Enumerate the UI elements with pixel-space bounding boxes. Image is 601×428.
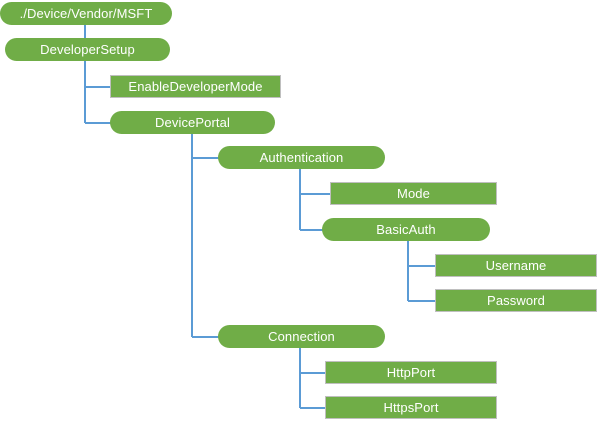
- node-https-port[interactable]: HttpsPort: [325, 396, 497, 419]
- connector-connection-to-httpsport: [299, 348, 325, 409]
- connector-authentication-to-mode: [299, 169, 330, 195]
- node-http-port[interactable]: HttpPort: [325, 361, 497, 384]
- node-label: Authentication: [259, 150, 344, 165]
- node-label: Password: [487, 293, 545, 308]
- node-root[interactable]: ./Device/Vendor/MSFT: [0, 2, 172, 25]
- node-label: ./Device/Vendor/MSFT: [19, 6, 153, 21]
- node-label: BasicAuth: [376, 222, 436, 237]
- node-authentication[interactable]: Authentication: [218, 146, 385, 169]
- node-basic-auth[interactable]: BasicAuth: [322, 218, 490, 241]
- node-label: DeveloperSetup: [40, 42, 135, 57]
- node-developer-setup[interactable]: DeveloperSetup: [5, 38, 170, 61]
- node-connection[interactable]: Connection: [218, 325, 385, 348]
- node-password[interactable]: Password: [435, 289, 597, 312]
- node-username[interactable]: Username: [435, 254, 597, 277]
- node-device-portal[interactable]: DevicePortal: [110, 111, 275, 134]
- connector-authentication-to-basicauth: [299, 169, 328, 231]
- node-label: EnableDeveloperMode: [128, 79, 263, 94]
- node-label: Mode: [397, 186, 430, 201]
- connector-developersetup-to-enabledevmode: [84, 61, 110, 88]
- node-enable-developermode[interactable]: EnableDeveloperMode: [110, 75, 281, 98]
- node-label: HttpPort: [386, 365, 436, 380]
- connector-basicauth-to-password: [407, 241, 435, 302]
- connector-basicauth-to-username: [407, 241, 435, 267]
- node-label: Username: [485, 258, 547, 273]
- connector-deviceportal-to-connection: [191, 134, 224, 338]
- node-label: Connection: [268, 329, 335, 344]
- connector-connection-to-httpport: [299, 348, 325, 374]
- node-mode[interactable]: Mode: [330, 182, 497, 205]
- node-label: DevicePortal: [155, 115, 230, 130]
- node-label: HttpsPort: [383, 400, 439, 415]
